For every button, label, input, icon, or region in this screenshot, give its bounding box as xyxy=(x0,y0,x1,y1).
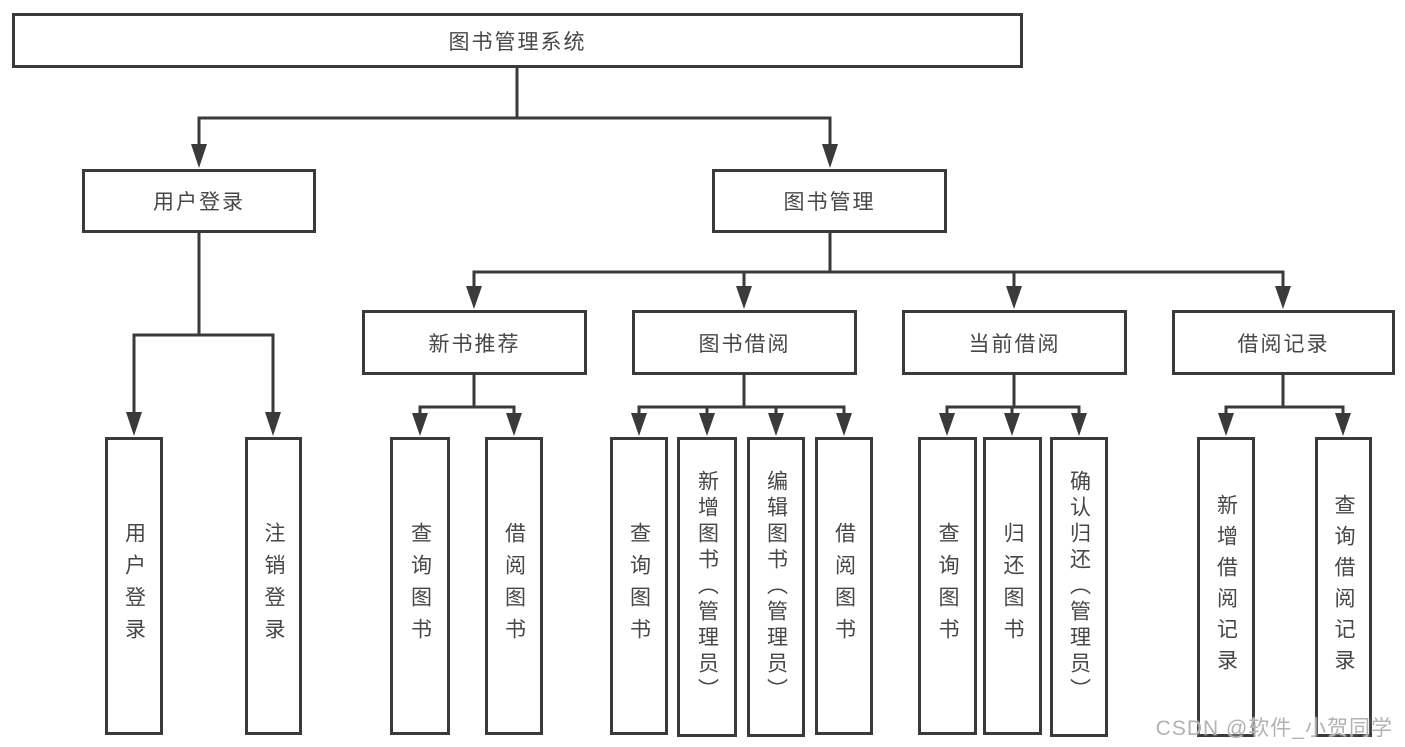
node-book-borrow-label: 图书借阅 xyxy=(698,332,791,356)
node-user-login-label: 用户登录 xyxy=(153,191,245,214)
leaf-query-book-current-label: 查询图书 xyxy=(936,522,959,650)
node-borrow-records-label: 借阅记录 xyxy=(1237,332,1330,356)
node-current-borrow-label: 当前借阅 xyxy=(968,332,1061,356)
node-borrow-records: 借阅记录 xyxy=(1172,310,1395,375)
leaf-query-book-borrow: 查询图书 xyxy=(610,437,668,735)
leaf-return-book: 归还图书 xyxy=(983,437,1042,735)
node-book-management: 图书管理 xyxy=(712,169,947,233)
leaf-logout-label: 注销登录 xyxy=(262,522,285,650)
node-book-borrow: 图书借阅 xyxy=(632,310,857,375)
leaf-borrow-book-label: 借阅图书 xyxy=(832,522,856,650)
leaf-user-login: 用户登录 xyxy=(105,437,163,735)
node-root: 图书管理系统 xyxy=(12,13,1023,68)
leaf-confirm-return-admin-label: 确认归还（管理员） xyxy=(1067,470,1091,704)
leaf-edit-book-admin-label: 编辑图书（管理员） xyxy=(764,470,788,704)
node-root-label: 图书管理系统 xyxy=(448,30,587,54)
leaf-user-login-label: 用户登录 xyxy=(122,522,146,650)
leaf-borrow-book: 借阅图书 xyxy=(815,437,873,735)
leaf-logout: 注销登录 xyxy=(245,437,302,735)
leaf-query-borrow-record: 查询借阅记录 xyxy=(1315,437,1372,737)
leaf-borrow-book-recommend: 借阅图书 xyxy=(485,437,543,735)
leaf-query-book-recommend: 查询图书 xyxy=(390,437,450,735)
leaf-query-borrow-record-label: 查询借阅记录 xyxy=(1332,494,1355,680)
node-user-login: 用户登录 xyxy=(82,169,316,233)
node-new-book-recommend: 新书推荐 xyxy=(362,310,587,375)
leaf-query-book-current: 查询图书 xyxy=(918,437,977,735)
node-current-borrow: 当前借阅 xyxy=(902,310,1127,375)
leaf-confirm-return-admin: 确认归还（管理员） xyxy=(1050,437,1108,737)
leaf-return-book-label: 归还图书 xyxy=(1001,522,1024,650)
leaf-add-book-admin-label: 新增图书（管理员） xyxy=(695,470,719,704)
leaf-query-book-borrow-label: 查询图书 xyxy=(627,522,651,650)
leaf-add-borrow-record: 新增借阅记录 xyxy=(1197,437,1255,737)
csdn-watermark: CSDN @软件_小贺同学 xyxy=(1155,717,1393,740)
leaf-edit-book-admin: 编辑图书（管理员） xyxy=(747,437,805,737)
leaf-add-book-admin: 新增图书（管理员） xyxy=(677,437,737,737)
leaf-borrow-book-recommend-label: 借阅图书 xyxy=(502,522,526,650)
leaf-add-borrow-record-label: 新增借阅记录 xyxy=(1214,494,1238,680)
leaf-query-book-recommend-label: 查询图书 xyxy=(408,522,432,650)
node-book-management-label: 图书管理 xyxy=(783,191,876,214)
node-new-book-recommend-label: 新书推荐 xyxy=(428,332,521,356)
